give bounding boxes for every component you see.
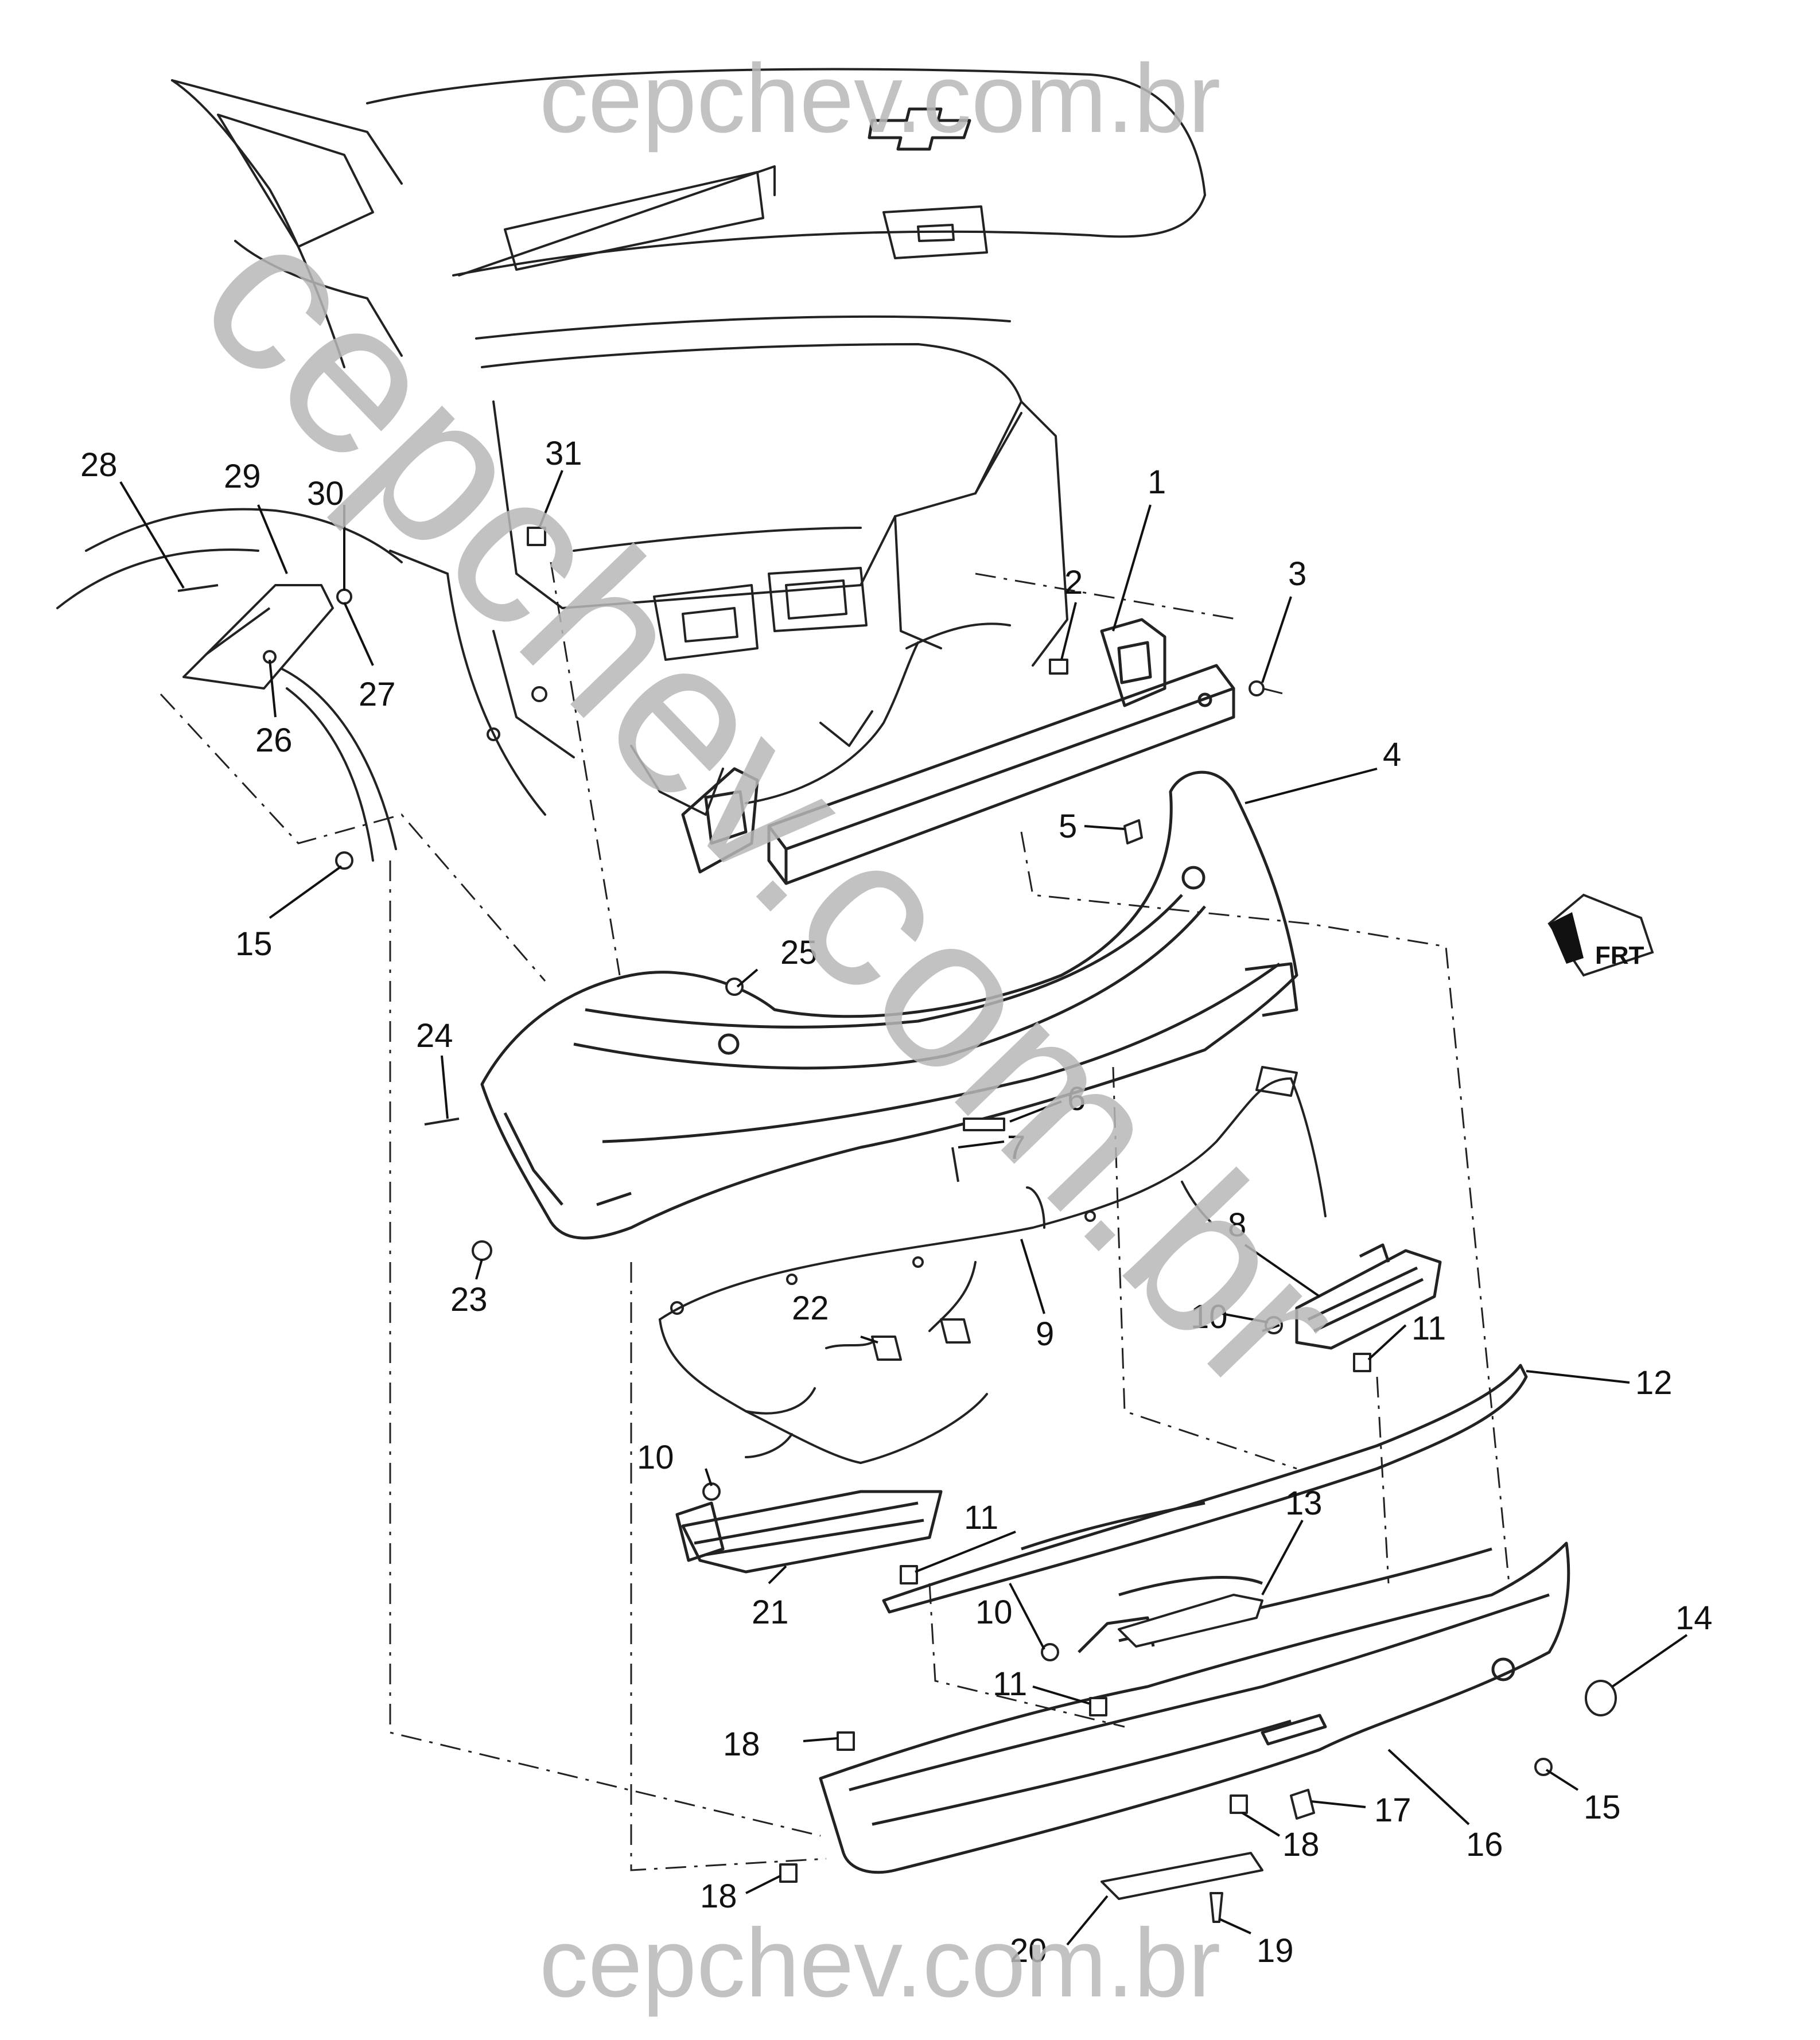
callout-14: 14 [1675, 1599, 1713, 1637]
callout-11-right: 11 [1411, 1310, 1446, 1347]
callout-22: 22 [792, 1290, 829, 1327]
callout-numbers: 1 2 3 4 5 6 7 8 9 10 10 10 11 11 11 12 1… [80, 435, 1713, 1969]
callout-27: 27 [359, 676, 396, 713]
callout-5: 5 [1059, 808, 1077, 845]
callout-29: 29 [224, 458, 261, 495]
callout-15-left: 15 [235, 925, 273, 963]
callout-23: 23 [450, 1281, 488, 1318]
callout-26: 26 [255, 722, 293, 759]
callout-25: 25 [780, 934, 818, 971]
callout-6: 6 [1067, 1080, 1086, 1118]
callout-10-lower: 10 [975, 1594, 1013, 1631]
callout-31: 31 [545, 435, 582, 472]
bumper-impact-bar [681, 618, 1235, 885]
front-direction-indicator: FRT [1547, 893, 1654, 977]
callout-12: 12 [1635, 1364, 1673, 1401]
vehicle-body [56, 68, 1206, 862]
callout-30: 30 [307, 475, 344, 512]
callout-13: 13 [1285, 1485, 1323, 1522]
wiring-harness [659, 1066, 1327, 1464]
callout-11-lower: 11 [993, 1665, 1027, 1703]
callout-4: 4 [1383, 736, 1401, 773]
callout-21: 21 [752, 1594, 789, 1631]
watermark-bottom: cepchev.com.br [539, 1909, 1220, 2018]
callout-3: 3 [1288, 555, 1306, 593]
callout-8: 8 [1228, 1206, 1246, 1244]
watermark-top: cepchev.com.br [539, 44, 1220, 153]
callout-7: 7 [1007, 1129, 1025, 1166]
fasteners-and-small-parts [177, 527, 1617, 1923]
frt-label: FRT [1595, 941, 1644, 970]
callout-20: 20 [1010, 1932, 1047, 1969]
callout-2: 2 [1064, 564, 1083, 601]
callout-18-upper: 18 [723, 1726, 760, 1763]
callout-24: 24 [416, 1017, 453, 1054]
callout-17: 17 [1374, 1792, 1411, 1829]
callout-19: 19 [1257, 1932, 1294, 1969]
callout-18-lower: 18 [700, 1878, 737, 1915]
upper-bumper-fascia [480, 770, 1298, 1240]
callout-10-right: 10 [1191, 1298, 1228, 1336]
callout-10-left: 10 [637, 1439, 674, 1476]
bumper-molding [882, 1364, 1528, 1614]
callout-9: 9 [1036, 1315, 1054, 1353]
assembly-guide-lines [160, 562, 1510, 1871]
callout-16: 16 [1466, 1826, 1503, 1863]
callout-11-left: 11 [964, 1499, 998, 1536]
callout-1: 1 [1148, 464, 1166, 501]
callout-leader-lines [119, 470, 1688, 1946]
right-reflector-lamp [1295, 1243, 1442, 1350]
left-reflector-lamp [675, 1490, 943, 1574]
callout-28: 28 [80, 446, 118, 484]
front-arrow-icon [1549, 912, 1584, 964]
callout-15-right: 15 [1584, 1789, 1621, 1826]
callout-18-right: 18 [1282, 1826, 1320, 1863]
